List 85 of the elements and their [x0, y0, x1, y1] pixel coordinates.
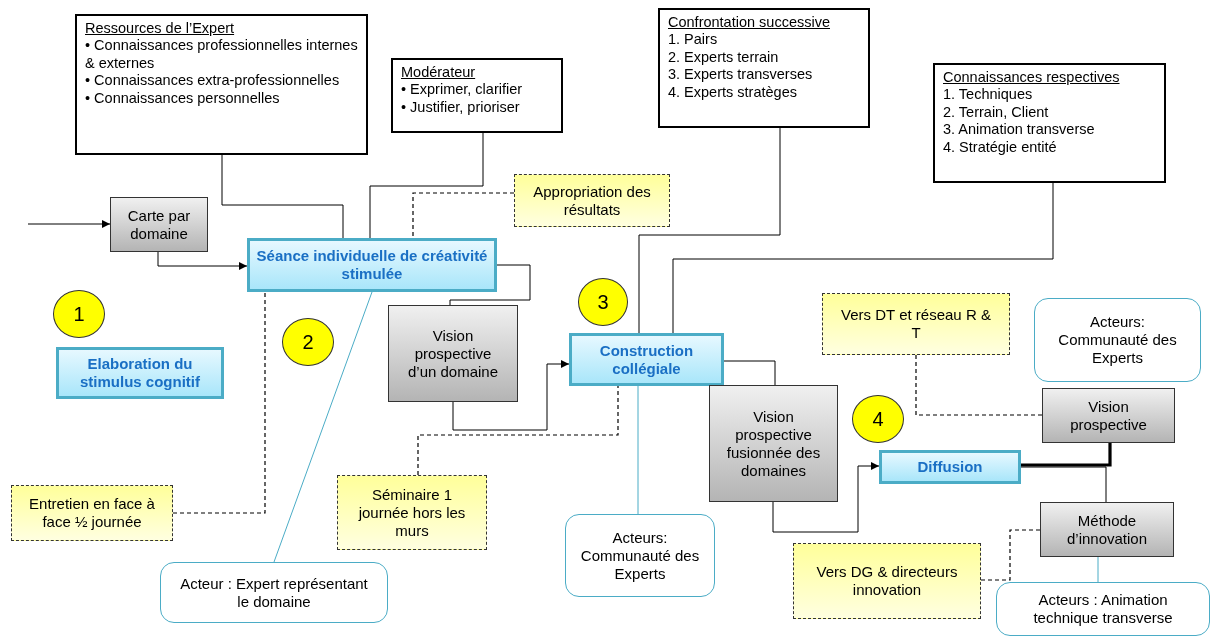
list-item: 3. Animation transverse — [943, 121, 1095, 139]
list-item: 2. Terrain, Client — [943, 103, 1049, 122]
list-item: 1. Pairs — [668, 31, 718, 49]
list-item: 3. Experts transverses — [668, 66, 813, 84]
note-box — [11, 485, 173, 541]
list-item: 4. Experts stratèges — [668, 83, 797, 101]
node-label: Acteur : Expert représentant le domaine — [179, 574, 369, 611]
list-heading: Modérateur — [401, 64, 476, 82]
connector-line — [273, 291, 373, 563]
moderator-list-box — [391, 58, 563, 133]
note-box — [822, 293, 1010, 355]
connector-line — [637, 385, 639, 515]
node-label: Acteurs : Animation technique transverse — [1032, 591, 1174, 627]
connector-line — [369, 132, 484, 239]
connector-line — [449, 264, 531, 306]
node-label: Vers DG & directeurs innovation — [815, 563, 959, 599]
step-number: 2 — [302, 330, 314, 354]
knowledge-list-box — [933, 63, 1166, 183]
connector-line — [672, 182, 1054, 334]
node-label: Vision prospective — [1069, 397, 1148, 434]
connector-line — [172, 291, 266, 514]
deliverable-box — [110, 197, 208, 252]
step-number: 1 — [73, 302, 85, 326]
deliverable-box — [388, 305, 518, 402]
node-label: Acteurs: Communauté des Experts — [1057, 313, 1178, 367]
note-box — [337, 475, 487, 550]
note-box — [793, 543, 981, 619]
step-number: 4 — [872, 407, 884, 431]
list-item: 1. Techniques — [943, 86, 1033, 104]
list-item: • Connaissances professionnelles internes & externes — [85, 37, 358, 73]
arrow — [772, 462, 880, 533]
node-label: Vision prospective fusionnée des domaines — [725, 407, 822, 480]
connector-line — [723, 360, 776, 386]
connector-line — [638, 127, 781, 334]
list-heading: Ressources de l’Expert — [85, 20, 235, 38]
list-heading: Connaissances respectives — [943, 69, 1120, 87]
deliverable-box — [1040, 502, 1174, 557]
node-label: Méthode d’innovation — [1065, 511, 1149, 548]
connector-line — [412, 192, 515, 239]
node-label: Séminaire 1 journée hors les murs — [357, 485, 467, 540]
node-label: Acteurs: Communauté des Experts — [580, 528, 700, 583]
list-heading: Confrontation successive — [668, 14, 830, 32]
node-label: Carte par domaine — [126, 206, 192, 243]
connector-line — [915, 354, 1043, 416]
deliverable-box — [709, 385, 838, 502]
note-box — [514, 174, 670, 227]
resources-list-box — [75, 14, 368, 155]
actor-box — [1034, 298, 1201, 382]
connector-line — [1020, 466, 1107, 503]
actor-box — [160, 562, 388, 623]
list-item: • Justifier, prioriser — [401, 98, 520, 117]
process-box — [247, 238, 497, 292]
connector-line — [417, 385, 619, 476]
arrow — [452, 360, 570, 431]
process-box — [569, 333, 724, 386]
node-label: Entretien en face à face ½ journée — [28, 495, 156, 531]
process-box — [879, 450, 1021, 484]
actor-box — [996, 582, 1210, 636]
list-item: 2. Experts terrain — [668, 48, 779, 67]
list-item: • Exprimer, clarifier — [401, 81, 523, 99]
step-number-circle — [282, 318, 334, 366]
node-label: Vision prospective d’un domaine — [406, 326, 500, 381]
list-item: 4. Stratégie entité — [943, 138, 1057, 156]
connector-line — [1021, 443, 1112, 467]
step-number-circle — [53, 290, 105, 338]
confrontation-list-box — [658, 8, 870, 128]
connector-line — [1097, 556, 1099, 583]
node-label: Appropriation des résultats — [532, 182, 652, 219]
connector-line — [980, 529, 1041, 581]
deliverable-box — [1042, 388, 1175, 443]
list-item: • Connaissances extra-professionnelles — [85, 72, 340, 90]
node-label: Elaboration du stimulus cognitif — [79, 355, 201, 391]
list-item: • Connaissances personnelles — [85, 89, 280, 107]
step-number: 3 — [597, 290, 609, 314]
process-box — [56, 347, 224, 399]
connector-line — [221, 154, 344, 239]
arrow — [157, 251, 248, 270]
node-label: Diffusion — [917, 458, 983, 476]
arrow — [27, 220, 111, 228]
actor-box — [565, 514, 715, 597]
step-number-circle — [852, 395, 904, 443]
step-number-circle — [578, 278, 628, 326]
node-label: Vers DT et réseau R & T — [840, 306, 992, 342]
node-label: Séance individuelle de créativité stimulée — [255, 247, 489, 283]
node-label: Construction collégiale — [598, 341, 695, 378]
